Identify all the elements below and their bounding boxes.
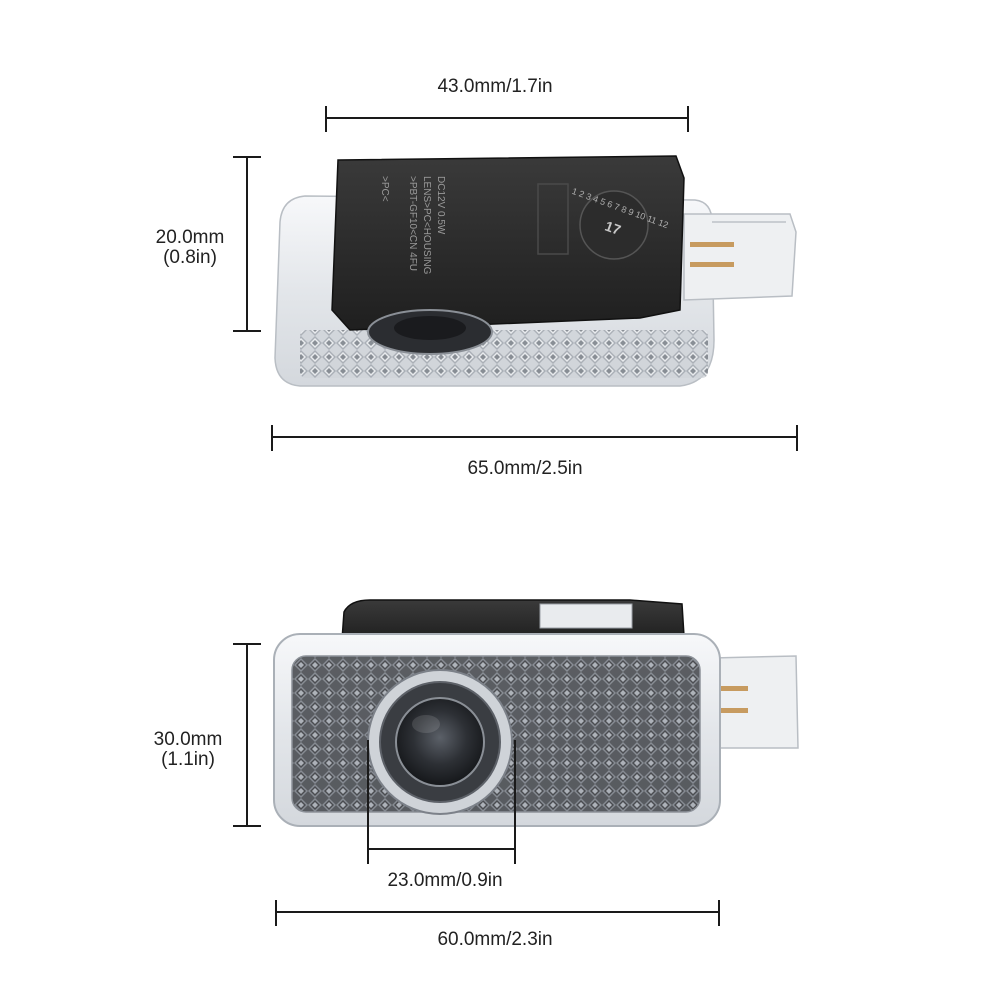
date-stamp-wheel: [579, 190, 649, 260]
bottom-height-label: 30.0mm (1.1in): [118, 730, 258, 770]
date-stamp-year: 17: [603, 218, 623, 238]
top-height-mm: 20.0mm: [155, 227, 225, 248]
top-length-label: 65.0mm/2.5in: [467, 458, 583, 479]
bottom-height-mm: 30.0mm: [153, 729, 223, 750]
top-height-label: 20.0mm (0.8in): [120, 228, 260, 268]
top-view-device: 1 2 3 4 5 6 7 8 9 10 11 12 17 DC12V 0.5W…: [274, 155, 797, 387]
dimension-65mm: [271, 425, 798, 451]
housing-text-line1: DC12V 0.5W: [435, 176, 446, 235]
housing-text-line2: LENS>PC<HOUSING: [421, 176, 432, 275]
dimension-43mm: [325, 106, 689, 132]
housing-text-line3: >PBT-GF10<CN 4FU: [407, 176, 418, 271]
projector-lens: [367, 669, 513, 815]
dimension-60mm: [275, 900, 720, 926]
bottom-view-device: [273, 599, 799, 827]
dimension-30mm: [233, 643, 261, 827]
top-height-in: (0.8in): [163, 247, 217, 268]
bottom-height-in: (1.1in): [161, 749, 215, 770]
dimension-20mm: [233, 156, 261, 332]
top-connector: [683, 213, 797, 301]
housing-text-line4: >PC<: [379, 176, 390, 202]
dimension-23mm: [367, 740, 516, 864]
top-black-housing: 1 2 3 4 5 6 7 8 9 10 11 12 17 DC12V 0.5W…: [331, 155, 685, 331]
bottom-length-label: 60.0mm/2.3in: [437, 929, 553, 950]
lens-diameter-label: 23.0mm/0.9in: [387, 870, 503, 891]
bottom-connector: [711, 655, 799, 749]
top-width-label: 43.0mm/1.7in: [437, 76, 553, 97]
